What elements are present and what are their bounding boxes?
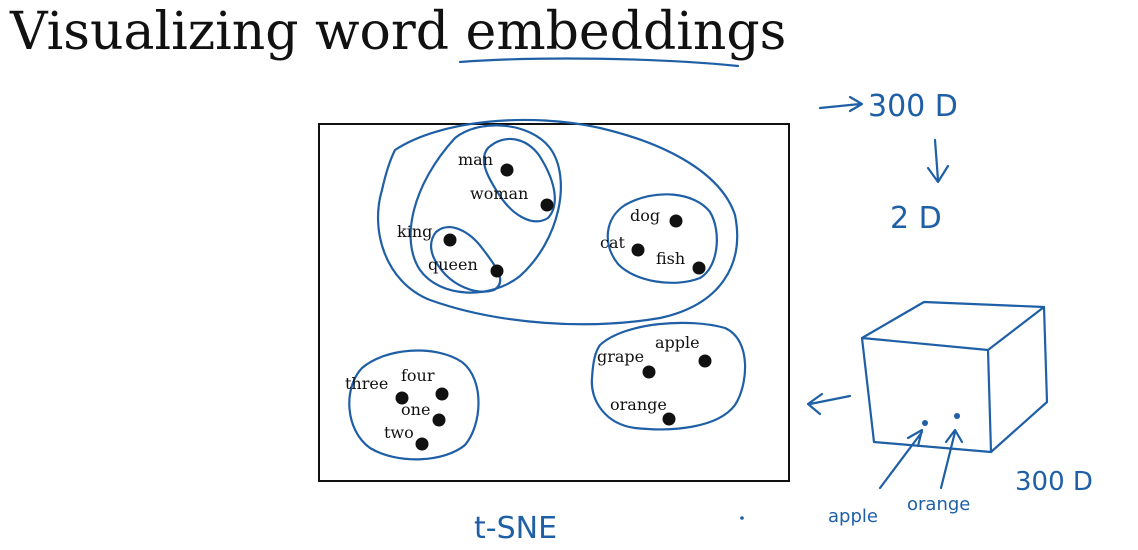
cube-point-orange xyxy=(954,413,960,419)
point-dot-fish xyxy=(692,261,706,275)
slide-title: Visualizing word embeddings xyxy=(10,2,786,62)
arrow-to-cube-apple xyxy=(878,428,924,490)
point-label-grape: grape xyxy=(597,347,644,366)
point-dot-dog xyxy=(669,214,683,228)
point-dot-two xyxy=(415,437,429,451)
cluster-outline-people xyxy=(409,124,562,294)
label-cube-orange: orange xyxy=(907,494,970,515)
title-underlined-text: embeddings xyxy=(465,2,787,62)
cluster-outline-royalty xyxy=(430,226,502,293)
point-dot-cat xyxy=(631,243,645,257)
arrow-to-cube-orange xyxy=(939,428,964,490)
point-label-orange: orange xyxy=(610,395,667,414)
point-label-man: man xyxy=(458,150,493,169)
cluster-outline-fruits xyxy=(590,321,747,431)
point-dot-king xyxy=(443,233,457,247)
point-dot-woman xyxy=(540,198,554,212)
cluster-outline-animals xyxy=(606,193,718,284)
cube-point-apple xyxy=(922,420,928,426)
label-cube-apple: apple xyxy=(828,506,878,527)
point-dot-four xyxy=(435,387,449,401)
cluster-outline-living xyxy=(376,118,739,326)
cluster-outline-numbers xyxy=(348,349,480,461)
point-label-queen: queen xyxy=(428,255,478,274)
point-label-fish: fish xyxy=(656,249,685,268)
stray-dot xyxy=(740,516,744,520)
arrow-cube-to-plot xyxy=(806,392,852,416)
label-tsne: t-SNE xyxy=(474,511,557,546)
label-2d: 2 D xyxy=(890,201,942,236)
point-dot-grape xyxy=(642,365,656,379)
point-dot-queen xyxy=(490,264,504,278)
label-300d-cube: 300 D xyxy=(1015,467,1093,497)
cluster-outline-man-woman xyxy=(482,138,556,223)
point-dot-three xyxy=(395,391,409,405)
point-label-dog: dog xyxy=(630,206,660,225)
point-dot-one xyxy=(432,413,446,427)
embedding-plot-frame xyxy=(318,123,790,482)
title-underline xyxy=(458,57,740,68)
arrow-down xyxy=(926,138,950,184)
point-dot-apple xyxy=(698,354,712,368)
point-label-three: three xyxy=(345,374,388,393)
point-label-one: one xyxy=(401,400,430,419)
point-label-apple: apple xyxy=(655,333,700,352)
label-300d-top: 300 D xyxy=(868,89,958,124)
point-label-four: four xyxy=(401,366,435,385)
point-label-woman: woman xyxy=(470,184,528,203)
point-label-two: two xyxy=(384,423,414,442)
point-label-king: king xyxy=(397,222,432,241)
arrow-to-300d xyxy=(818,95,864,113)
point-dot-orange xyxy=(662,412,676,426)
cube-top-face xyxy=(860,300,1046,352)
cube-front-face xyxy=(860,336,993,454)
title-text: Visualizing word xyxy=(10,2,466,62)
cube-side-face xyxy=(989,305,1049,454)
point-dot-man xyxy=(500,163,514,177)
point-label-cat: cat xyxy=(600,233,626,252)
